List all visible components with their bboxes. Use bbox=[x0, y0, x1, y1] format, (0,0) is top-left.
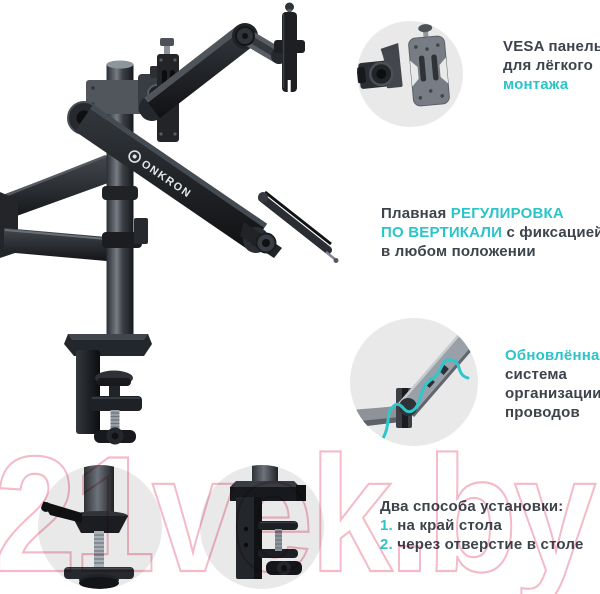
callout-cable-line2: система bbox=[505, 366, 568, 383]
left-monitor-arm bbox=[0, 154, 118, 262]
monitor-arm-product-image: ONKRON bbox=[0, 2, 339, 445]
routed-cable bbox=[380, 358, 470, 442]
va-l2a: ПО ВЕРТИКАЛИ bbox=[381, 224, 503, 241]
grommet-mount-photo bbox=[38, 465, 162, 589]
install-item1-num: 1. bbox=[380, 517, 393, 534]
callout-va-line2: ПО ВЕРТИКАЛИ с фиксацией bbox=[381, 223, 600, 242]
callout-install-item1: 1. на край стола bbox=[380, 516, 584, 535]
quick-release-head bbox=[357, 43, 403, 89]
callout-vesa-line1: VESA панель bbox=[503, 38, 600, 55]
grommet-mount-art bbox=[41, 465, 134, 589]
callout-cable-line1: Обновлённая bbox=[505, 347, 600, 364]
upper-monitor-arm bbox=[139, 23, 287, 121]
callout-cable: Обновлённая система организации проводов bbox=[505, 346, 600, 422]
callout-vesa-line2: для лёгкого bbox=[503, 57, 593, 74]
callout-install-item2: 2. через отверстие в столе bbox=[380, 535, 584, 554]
callout-cable-line4: проводов bbox=[505, 404, 580, 421]
install-item2-text: через отверстие в столе bbox=[392, 536, 584, 553]
cable-management-photo bbox=[350, 318, 478, 446]
callout-vertical-adjust: Плавная РЕГУЛИРОВКА ПО ВЕРТИКАЛИ с фикса… bbox=[381, 204, 600, 261]
vesa-detail-photo bbox=[357, 21, 463, 127]
callout-vesa: VESA панель для лёгкого монтажа bbox=[503, 37, 600, 94]
callout-cable-line3: организации bbox=[505, 385, 600, 402]
callout-va-line3: в любом положении bbox=[381, 243, 536, 260]
desk-clamp bbox=[64, 334, 152, 445]
mounting-pole bbox=[102, 60, 148, 336]
desk-clamp-photo bbox=[200, 465, 324, 589]
install-item1-text: на край стола bbox=[392, 517, 503, 534]
vesa-adapter-plate bbox=[408, 24, 450, 107]
arm-section bbox=[350, 324, 478, 428]
va-l1b: РЕГУЛИРОВКА bbox=[450, 205, 564, 222]
clamp-screw bbox=[275, 531, 282, 549]
vesa-head bbox=[271, 2, 305, 94]
install-item2-num: 2. bbox=[380, 536, 393, 553]
callout-install: Два способа установки: 1. на край стола … bbox=[380, 497, 584, 554]
callout-va-line1: Плавная РЕГУЛИРОВКА bbox=[381, 204, 600, 223]
callout-install-title: Два способа установки: bbox=[380, 498, 564, 515]
callout-vesa-line3: монтажа bbox=[503, 76, 569, 93]
threaded-rod bbox=[94, 534, 104, 564]
desk-clamp-art bbox=[230, 465, 306, 579]
cable-detail-art bbox=[350, 324, 478, 442]
vesa-detail-art bbox=[357, 24, 450, 107]
va-l2b: с фиксацией bbox=[502, 224, 600, 241]
va-l1a: Плавная bbox=[381, 205, 451, 222]
tilted-vesa-tray bbox=[240, 190, 339, 263]
